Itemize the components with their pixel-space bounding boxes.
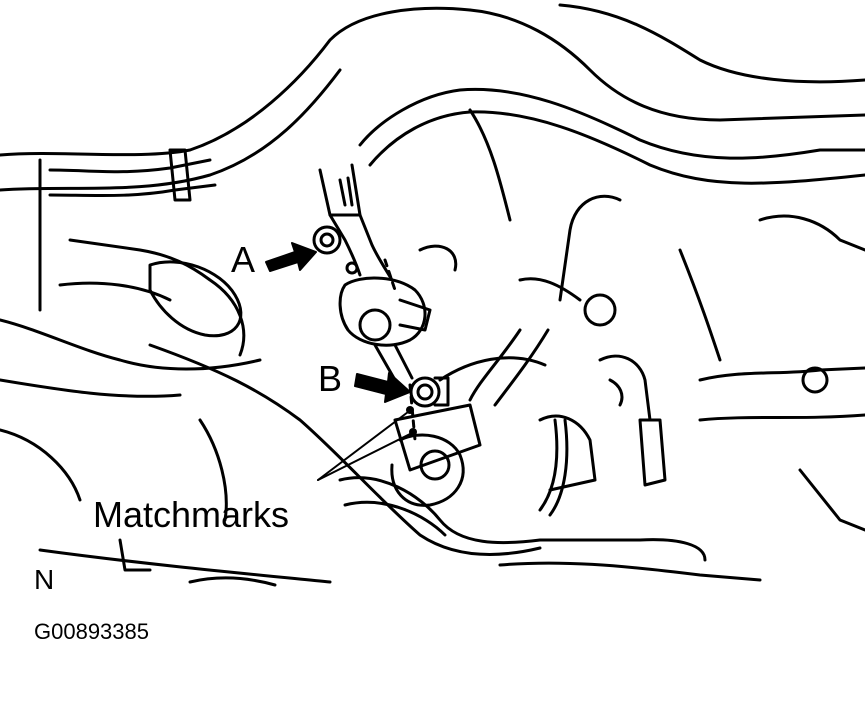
bolt-b	[409, 376, 450, 408]
bolt-a	[312, 225, 359, 275]
steering-gear-housing	[338, 403, 707, 562]
arrow-a-icon	[265, 242, 317, 272]
arrow-b-icon	[354, 372, 411, 403]
upper-frame-lines	[0, 3, 865, 192]
left-hose	[0, 148, 262, 398]
matchmarks-leader-lines	[317, 411, 411, 481]
joint-yoke	[358, 298, 432, 342]
callout-a-label: A	[231, 239, 256, 280]
callout-b-label: B	[318, 358, 343, 399]
matchmarks-label: Matchmarks	[93, 494, 290, 535]
orientation-mark: N	[34, 564, 55, 595]
right-engine-components	[418, 108, 865, 492]
matchmark-dots	[406, 406, 417, 436]
lower-lines	[0, 418, 865, 587]
figure-code: G00893385	[34, 619, 149, 644]
cable	[148, 343, 569, 556]
